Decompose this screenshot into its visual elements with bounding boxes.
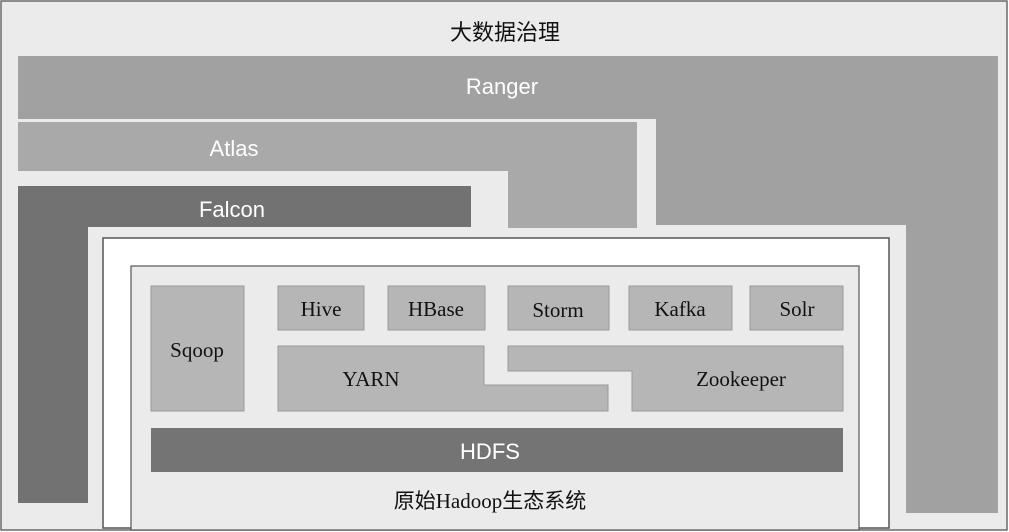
falcon-label: Falcon xyxy=(199,197,265,222)
hbase-label: HBase xyxy=(408,297,464,321)
ranger-layer xyxy=(18,56,998,513)
storm-label: Storm xyxy=(532,298,583,322)
sqoop-block xyxy=(150,285,245,412)
atlas-layer xyxy=(18,122,637,228)
yarn-block xyxy=(277,345,609,412)
hive-block xyxy=(277,285,365,331)
atlas-label: Atlas xyxy=(210,136,259,161)
solr-block xyxy=(749,285,844,331)
governance-title: 大数据治理 xyxy=(450,20,560,45)
solr-label: Solr xyxy=(779,297,814,321)
zookeeper-label: Zookeeper xyxy=(696,367,786,391)
ranger-label: Ranger xyxy=(466,74,538,99)
sqoop-label: Sqoop xyxy=(170,338,224,362)
hadoop-ecosystem-label: 原始Hadoop生态系统 xyxy=(394,489,587,513)
hive-label: Hive xyxy=(301,297,342,321)
falcon-layer xyxy=(18,186,471,503)
zookeeper-block xyxy=(507,345,844,412)
hdfs-label: HDFS xyxy=(460,439,520,464)
storm-block xyxy=(507,285,610,331)
kafka-label: Kafka xyxy=(654,297,706,321)
hbase-block xyxy=(387,285,486,331)
kafka-block xyxy=(628,285,733,331)
hdfs-block xyxy=(151,428,843,472)
yarn-label: YARN xyxy=(342,367,399,391)
